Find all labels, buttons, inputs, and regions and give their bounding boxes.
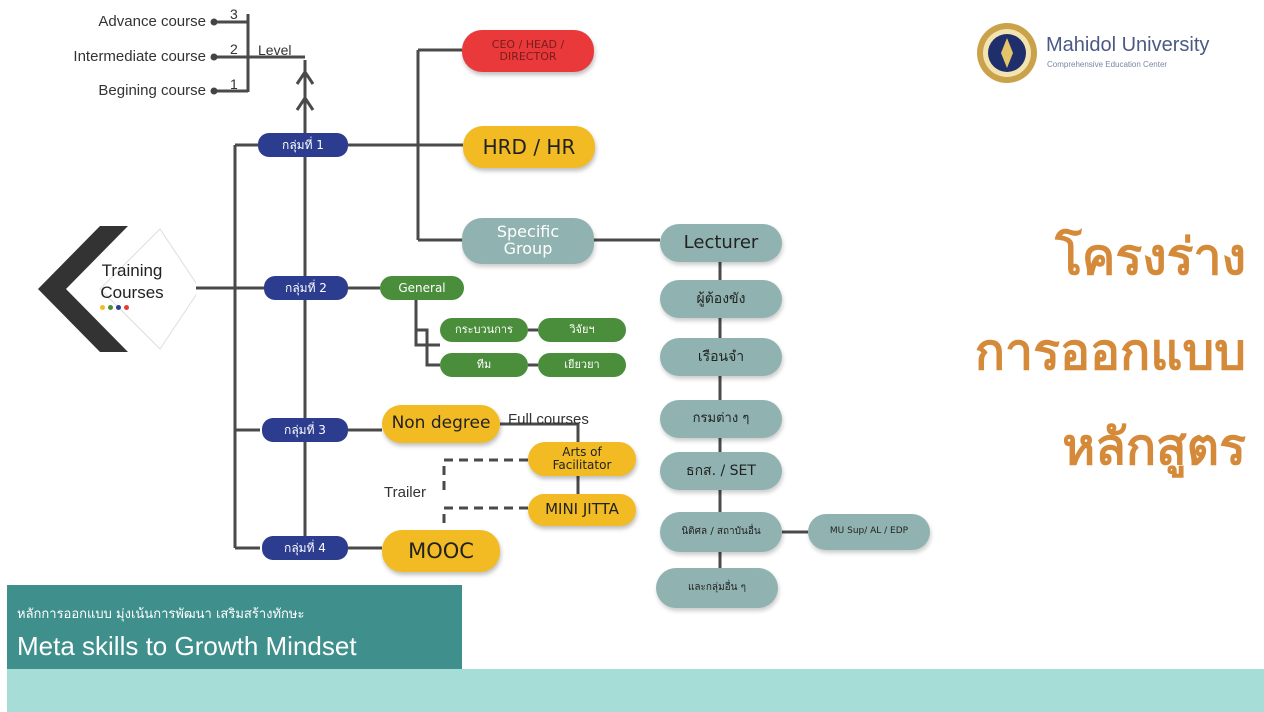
- training-courses-label: Training Courses: [86, 260, 178, 304]
- general-item-research: วิจัยฯ: [538, 318, 626, 342]
- specific-group-node: Specific Group: [462, 218, 594, 264]
- level-label: Level: [258, 42, 292, 58]
- group-3-node: กลุ่มที่ 3: [262, 418, 348, 442]
- departments-node: กรมต่าง ๆ: [660, 400, 782, 438]
- title-line-2: การออกแบบ: [974, 323, 1246, 381]
- general-node: General: [380, 276, 464, 300]
- lecturer-node: Lecturer: [660, 224, 782, 262]
- group-1-node: กลุ่มที่ 1: [258, 133, 348, 157]
- university-name: Mahidol University: [1046, 34, 1210, 56]
- group-4-node: กลุ่มที่ 4: [262, 536, 348, 560]
- chevron-left-icon: [38, 226, 196, 352]
- color-dots: [100, 305, 129, 310]
- main-title: โครงร่าง การออกแบบ หลักสูตร: [940, 210, 1246, 495]
- prison-node: เรือนจำ: [660, 338, 782, 376]
- title-line-3: หลักสูตร: [1062, 418, 1246, 476]
- group-2-node: กลุ่มที่ 2: [264, 276, 348, 300]
- mini-jitta-node: MINI JITTA: [528, 494, 636, 526]
- title-line-1: โครงร่าง: [1055, 228, 1246, 286]
- level-beginning: Begining course: [98, 82, 206, 99]
- general-item-process: กระบวนการ: [440, 318, 528, 342]
- ceo-head-director-node: CEO / HEAD / DIRECTOR: [462, 30, 594, 72]
- general-item-healing: เยียวยา: [538, 353, 626, 377]
- arts-of-facilitator-node: Arts of Facilitator: [528, 442, 636, 476]
- university-subtitle: Comprehensive Education Center: [1047, 60, 1168, 69]
- baac-set-node: ธกส. / SET: [660, 452, 782, 490]
- university-seal-icon: [977, 23, 1037, 83]
- other-groups-node: และกลุ่มอื่น ๆ: [656, 568, 778, 608]
- level-intermediate: Intermediate course: [73, 48, 206, 65]
- non-degree-node: Non degree: [382, 405, 500, 443]
- mu-sup-node: MU Sup/ AL / EDP: [808, 514, 930, 550]
- principle-banner: หลักการออกแบบ มุ่งเน้นการพัฒนา เสริมสร้า…: [7, 585, 462, 669]
- other-institutions-node: นิติศล / สถาบันอื่น: [660, 512, 782, 552]
- hrd-hr-node: HRD / HR: [463, 126, 595, 168]
- level-num-1: 1: [230, 76, 238, 92]
- level-num-3: 3: [230, 6, 238, 22]
- level-advance: Advance course: [98, 13, 206, 30]
- level-num-2: 2: [230, 41, 238, 57]
- general-item-team: ทีม: [440, 353, 528, 377]
- trailer-label: Trailer: [384, 484, 426, 501]
- university-logo: [976, 22, 1038, 84]
- inmates-node: ผู้ต้องขัง: [660, 280, 782, 318]
- mooc-node: MOOC: [382, 530, 500, 572]
- full-courses-label: Full courses: [508, 411, 589, 428]
- training-line-1: Training: [101, 261, 163, 280]
- footer-bar: [7, 669, 1264, 712]
- banner-english-text: Meta skills to Growth Mindset: [17, 631, 357, 661]
- training-line-2: Courses: [100, 283, 164, 302]
- banner-thai-text: หลักการออกแบบ มุ่งเน้นการพัฒนา เสริมสร้า…: [17, 607, 305, 622]
